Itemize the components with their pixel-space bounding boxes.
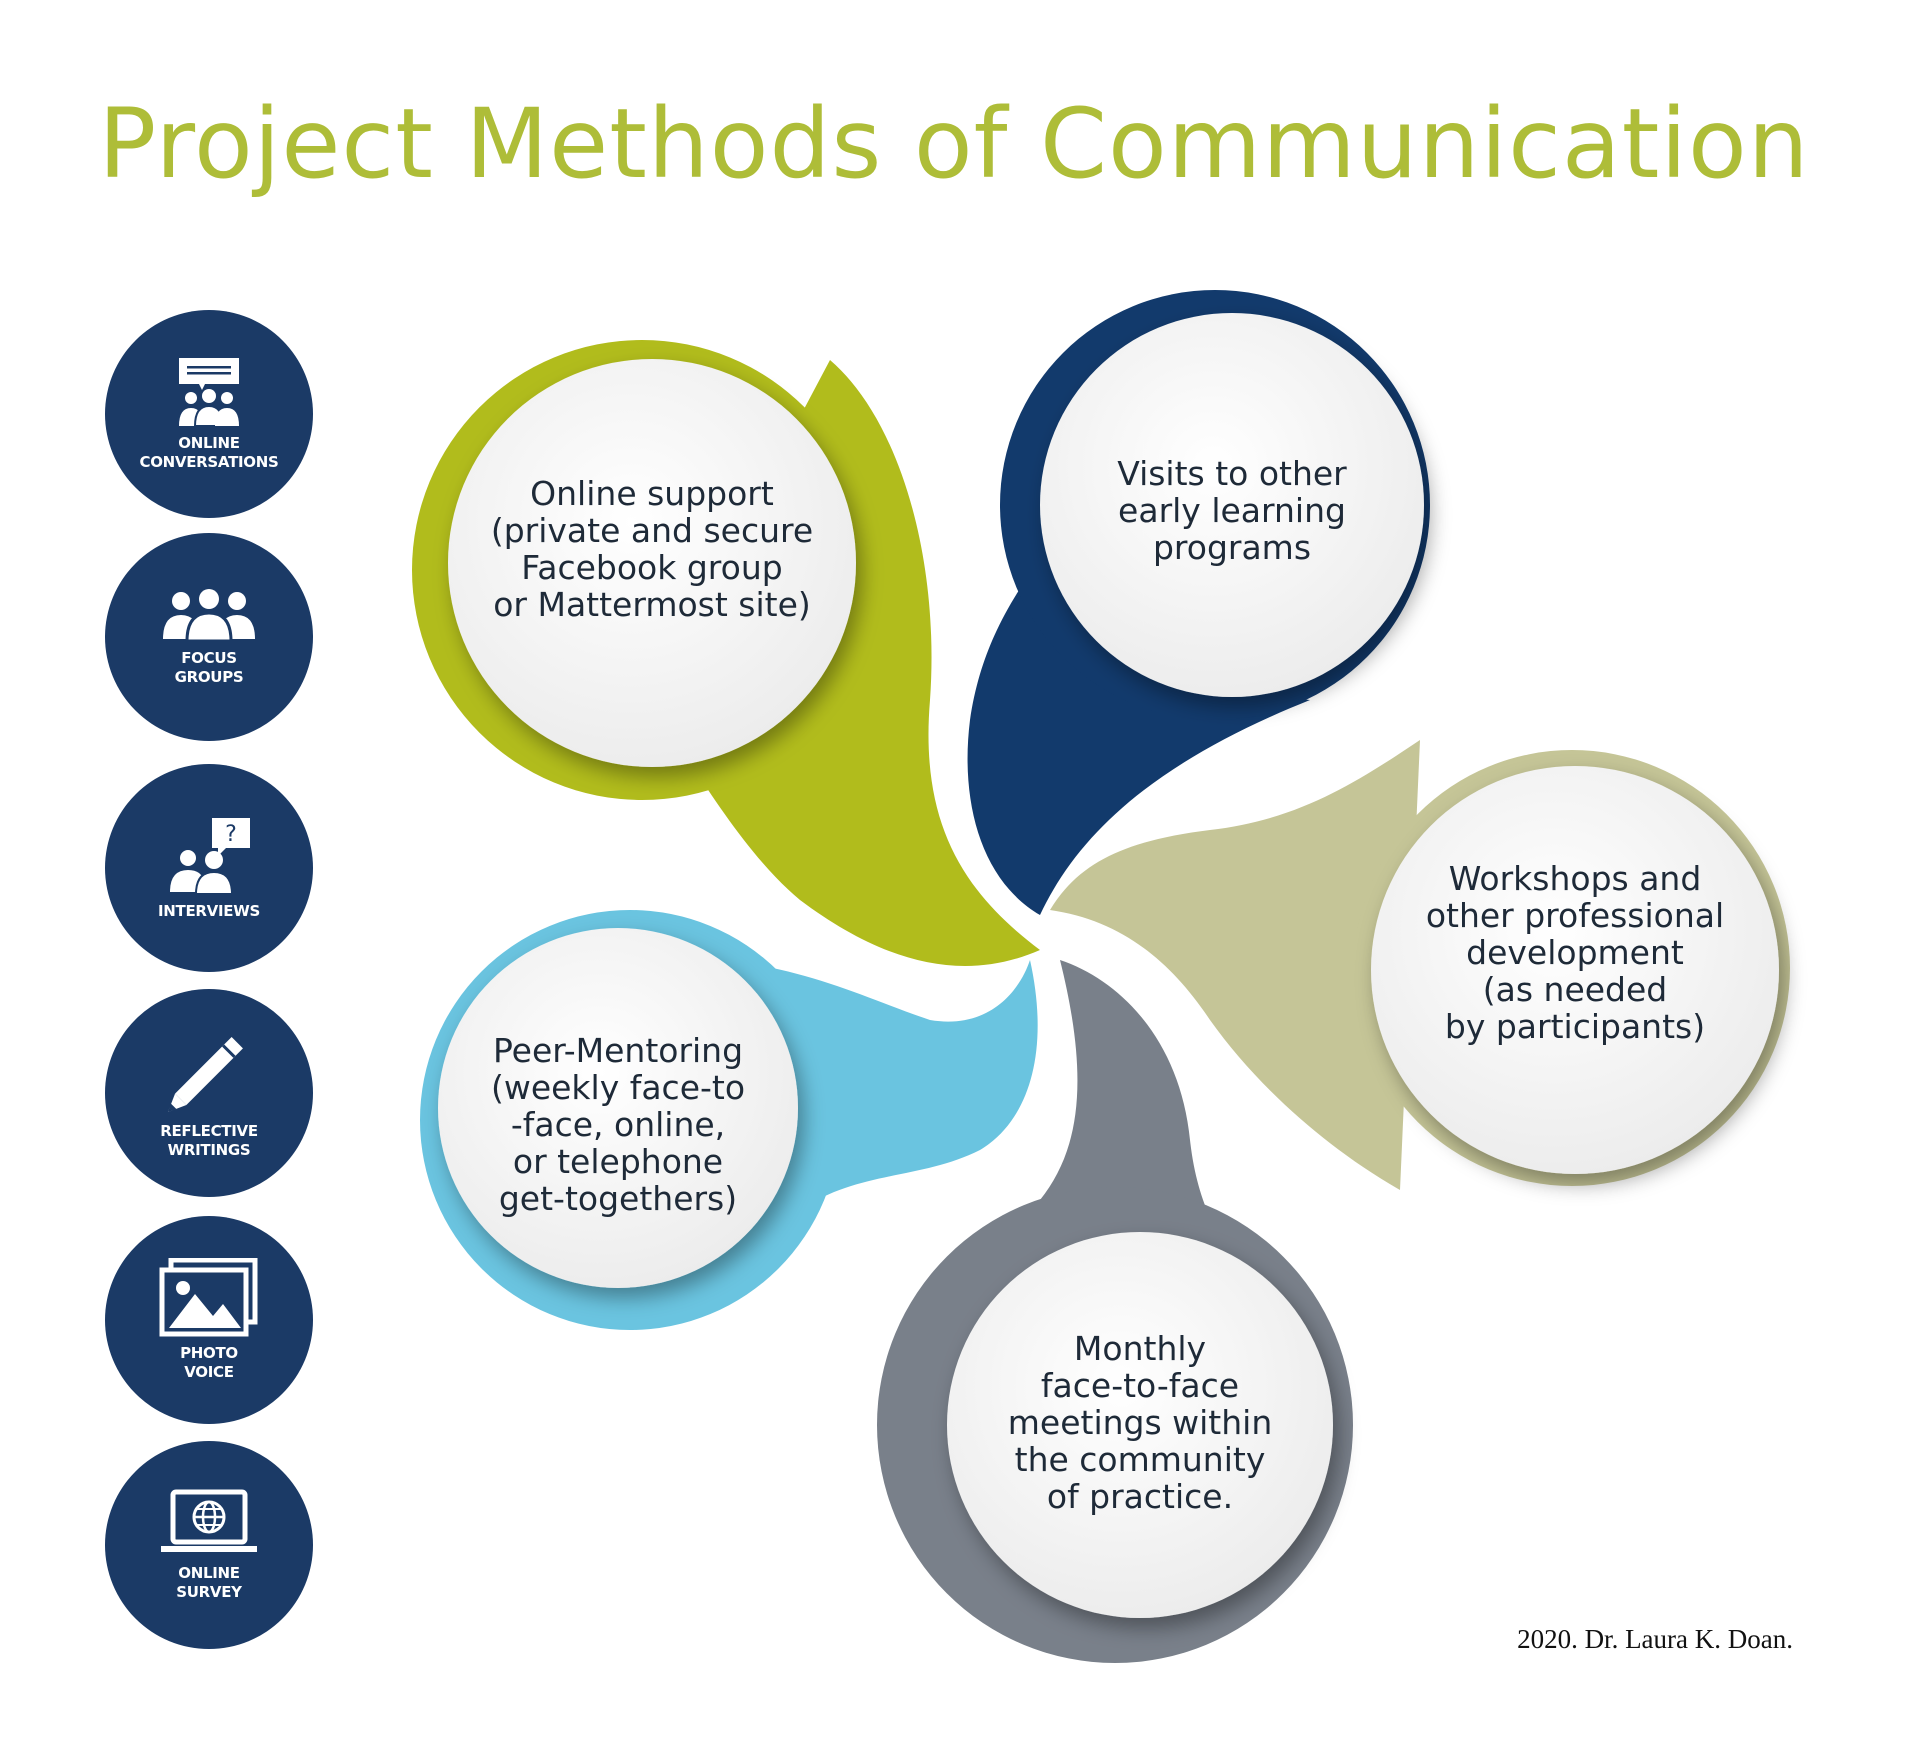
- method-label-line: VOICE: [184, 1363, 234, 1381]
- pencil-icon: [167, 1037, 243, 1113]
- bubble-line: or telephone: [512, 1142, 724, 1181]
- petal-grey: [877, 960, 1353, 1663]
- bubble-line: -face, online,: [510, 1105, 726, 1144]
- bubble-text-monthly: Monthly face-to-face meetings within the…: [940, 1330, 1340, 1515]
- petal-khaki: [1050, 740, 1790, 1190]
- bubble-line: or Mattermost site): [493, 585, 811, 624]
- bubble-text-workshops: Workshops and other professional develop…: [1375, 860, 1775, 1045]
- bubble-line: Monthly: [1073, 1329, 1207, 1368]
- petal-navy: [967, 290, 1430, 915]
- bubble-line: (as needed: [1482, 970, 1668, 1009]
- bubble-line: Workshops and: [1448, 859, 1702, 898]
- method-label-line: CONVERSATIONS: [139, 453, 279, 471]
- method-interviews: ? INTERVIEWS: [105, 764, 313, 972]
- method-label-line: INTERVIEWS: [158, 901, 260, 920]
- method-label: INTERVIEWS: [158, 902, 260, 921]
- petal-navy-tail: [967, 560, 1310, 915]
- bubble-line: Peer-Mentoring: [492, 1031, 744, 1070]
- page-title: Project Methods of Communication: [98, 88, 1810, 200]
- online-conversations-icon: [179, 358, 239, 427]
- photo-icon: [159, 1258, 258, 1337]
- method-label-line: ONLINE: [178, 1564, 240, 1582]
- bubble-line: of practice.: [1046, 1477, 1234, 1516]
- bubble-lightblue: [438, 928, 798, 1288]
- bubble-line: other professional: [1425, 896, 1725, 935]
- method-label-line: PHOTO: [180, 1344, 238, 1362]
- bubble-text-peer-mentoring: Peer-Mentoring (weekly face-to -face, on…: [418, 1032, 818, 1217]
- bubble-khaki: [1371, 766, 1779, 1174]
- credit-text: 2020. Dr. Laura K. Doan.: [1517, 1624, 1793, 1654]
- method-label-line: SURVEY: [176, 1583, 242, 1601]
- bubble-line: (weekly face-to: [490, 1068, 746, 1107]
- bubble-text-visits: Visits to other early learning programs: [1032, 455, 1432, 566]
- bubble-line: the community: [1014, 1440, 1266, 1479]
- method-label-line: REFLECTIVE: [160, 1122, 258, 1140]
- bubble-line: by participants): [1444, 1007, 1706, 1046]
- bubble-line: early learning: [1118, 491, 1346, 530]
- bubble-green: [448, 359, 856, 767]
- bubble-line: (private and secure: [490, 511, 814, 550]
- bubble-line: development: [1466, 933, 1684, 972]
- bubble-line: face-to-face: [1040, 1366, 1240, 1405]
- method-label-line: WRITINGS: [167, 1141, 251, 1159]
- petal-green: [412, 340, 1040, 966]
- bubble-line: programs: [1152, 528, 1312, 567]
- bubble-line: Facebook group: [521, 548, 783, 587]
- focus-groups-icon: [163, 589, 255, 643]
- method-label-line: ONLINE: [178, 434, 240, 452]
- method-label-line: GROUPS: [174, 668, 244, 686]
- bubble-line: meetings within: [1007, 1403, 1273, 1442]
- method-label-line: FOCUS: [181, 649, 237, 667]
- interviews-icon: ?: [170, 817, 250, 895]
- bubble-line: Online support: [530, 474, 774, 513]
- bubble-line: Visits to other: [1117, 454, 1347, 493]
- bubble-text-online-support: Online support (private and secure Faceb…: [452, 475, 852, 623]
- bubble-line: get-togethers): [498, 1179, 738, 1218]
- laptop-globe-icon: [161, 1489, 257, 1552]
- petal-khaki-tail: [1050, 740, 1420, 1190]
- petal-lightblue: [420, 910, 1038, 1330]
- svg-text:?: ?: [225, 822, 237, 847]
- bubble-navy: [1040, 313, 1424, 697]
- bubble-grey: [947, 1232, 1333, 1618]
